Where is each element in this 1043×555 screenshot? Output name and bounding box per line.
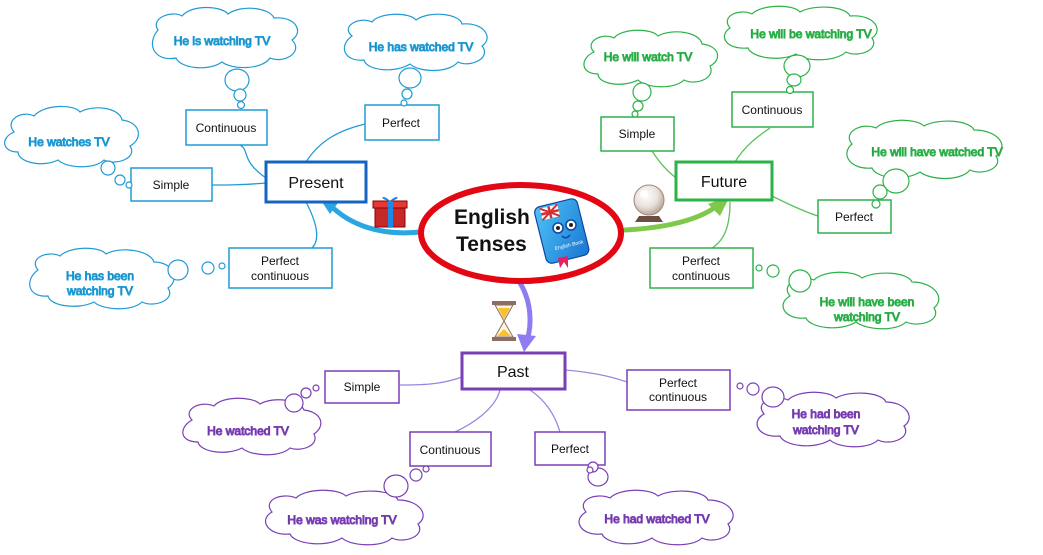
past-arrowhead (517, 334, 536, 352)
present-title: Present (288, 175, 344, 192)
present-arrow (327, 202, 423, 236)
future-perfect-example: He will have watched TV (871, 145, 1002, 159)
future-perfect-continuous-cloud: He will have been watching TV (755, 264, 940, 330)
present-perfect-continuous-cloud: He has been watching TV (29, 247, 226, 310)
present-simple-node[interactable]: Simple (130, 167, 213, 202)
future-continuous-label: Continuous (742, 103, 803, 117)
future-perfect-continuous-example-line2: watching TV (833, 310, 900, 324)
past-connectors (399, 369, 628, 433)
present-perfect-continuous-line1: Perfect (261, 254, 300, 268)
future-arrow (622, 202, 721, 233)
present-perfect-node[interactable]: Perfect (364, 104, 440, 141)
past-continuous-example: He was watching TV (287, 513, 396, 527)
past-simple-cloud: He watched TV (182, 384, 322, 456)
present-connectors (211, 123, 366, 249)
present-branch: Present Continuous Perfect Simple Perfec… (4, 6, 488, 310)
future-simple-example-text: He will watch TV (604, 50, 692, 64)
past-perfect-continuous-example-line1: He had been (792, 407, 861, 421)
past-continuous-node[interactable]: Continuous (409, 431, 492, 467)
past-continuous-cloud: He was watching TV (265, 465, 430, 546)
present-perfect-label: Perfect (382, 116, 421, 130)
present-continuous-node[interactable]: Continuous (185, 109, 268, 146)
past-perfect-node[interactable]: Perfect (534, 431, 606, 466)
present-perfect-continuous-node[interactable]: Perfect continuous (228, 247, 333, 289)
future-perfect-continuous-node[interactable]: Perfect continuous (649, 247, 754, 289)
past-perfect-continuous-line1: Perfect (659, 376, 698, 390)
future-continuous-example: He will be watching TV (750, 27, 871, 41)
past-branch: Past Simple Perfect continuous Continuou… (182, 351, 910, 546)
future-perfect-continuous-line1: Perfect (682, 254, 721, 268)
past-perfect-cloud: He had watched TV (578, 461, 734, 546)
future-perfect-label: Perfect (835, 210, 874, 224)
present-simple-label: Simple (153, 178, 190, 192)
past-simple-node[interactable]: Simple (324, 370, 400, 404)
future-title: Future (701, 174, 747, 191)
past-simple-example: He watched TV (207, 424, 289, 438)
gift-icon (372, 196, 408, 228)
crystal-ball-icon (633, 184, 665, 222)
present-continuous-label: Continuous (196, 121, 257, 135)
past-perfect-example: He had watched TV (604, 512, 709, 526)
center-title-line1: English (454, 206, 530, 229)
past-node[interactable]: Past (460, 351, 567, 391)
present-perfect-continuous-example-line1: He has been (66, 269, 134, 283)
past-perfect-continuous-cloud: He had been watching TV (736, 382, 910, 448)
present-perfect-example: He has watched TV (369, 40, 474, 54)
future-perfect-continuous-example-line1: He will have been (820, 295, 915, 309)
past-perfect-continuous-node[interactable]: Perfect continuous (626, 369, 731, 411)
future-perfect-cloud: He will have watched TV (846, 119, 1003, 209)
past-perfect-continuous-example-line2: watching TV (792, 423, 859, 437)
present-perfect-continuous-example-line2: watching TV (66, 284, 133, 298)
past-perfect-label: Perfect (551, 442, 590, 456)
past-simple-label: Simple (344, 380, 381, 394)
past-continuous-label: Continuous (420, 443, 481, 457)
future-simple-cloud: He will watch TV (583, 29, 719, 118)
present-simple-example: He watches TV (28, 135, 109, 149)
center-title-line2: Tenses (456, 233, 527, 256)
center-node[interactable]: English Tenses English Book (418, 182, 624, 284)
future-branch: Future Simple Continuous Perfect Perfect… (583, 5, 1003, 330)
past-perfect-continuous-line2: continuous (649, 390, 707, 404)
past-arrow (515, 277, 533, 343)
future-simple-node[interactable]: Simple (600, 116, 675, 152)
hourglass-icon (492, 301, 516, 341)
future-continuous-cloud: He will be watching TV (724, 5, 878, 95)
future-simple-label: Simple (619, 127, 656, 141)
future-connectors (649, 127, 819, 249)
present-perfect-cloud: He has watched TV (343, 13, 488, 107)
future-perfect-continuous-line2: continuous (672, 269, 730, 283)
main-arrows (318, 196, 730, 352)
present-simple-cloud: He watches TV (4, 105, 139, 189)
present-continuous-example: He is watching TV (174, 34, 271, 48)
future-node[interactable]: Future (674, 160, 774, 202)
present-perfect-continuous-line2: continuous (251, 269, 309, 283)
present-node[interactable]: Present (264, 160, 368, 204)
present-continuous-cloud: He is watching TV (152, 6, 298, 110)
future-continuous-node[interactable]: Continuous (731, 91, 814, 128)
book-icon: English Book (534, 198, 590, 268)
past-title: Past (497, 364, 530, 381)
